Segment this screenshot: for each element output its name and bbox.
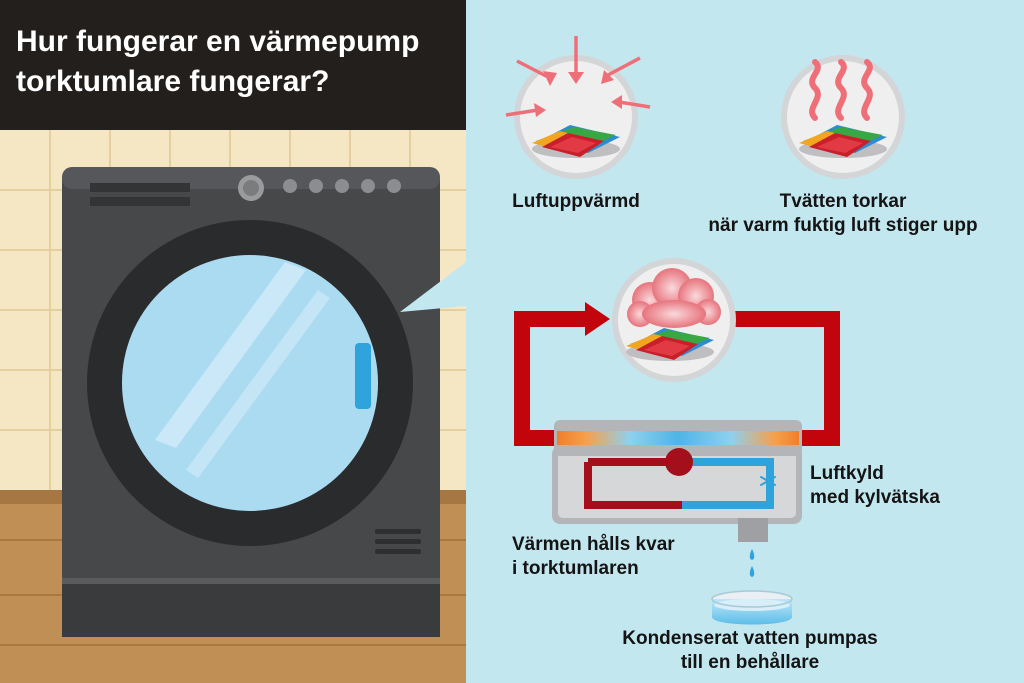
steam-cloud-icon [627,268,721,328]
cold-refrigerant-line [682,458,774,509]
heat-pump-unit [552,420,802,542]
title-line-2: torktumlare fungerar? [16,65,330,98]
steam-circle [612,258,736,382]
drying-line-2: när varm fuktig luft stiger upp [708,215,978,236]
control-buttons [283,179,401,193]
heat-kept-label: Värmen hålls kvar i torktumlaren [512,533,675,581]
heated-air-label: Luftuppvärmd [512,191,640,212]
heat-exchanger [557,431,799,445]
title-banner: Hur fungerar en värmepump torktumlare fu… [0,0,466,130]
heat-kept-line-2: i torktumlaren [512,558,639,579]
snowflake-icon [760,472,776,490]
hot-air-duct [514,311,840,446]
compressor [665,448,693,476]
drain-outlet [738,518,768,542]
arrows-inward-icon [505,36,651,117]
hot-refrigerant-line [584,462,686,509]
callout-pointer [400,262,466,312]
page-title: Hur fungerar en värmepump torktumlare fu… [16,22,456,102]
title-line-1: Hur fungerar en värmepump [16,25,420,58]
drying-line-1: Tvätten torkar [779,191,907,212]
heated-air-circle [514,55,638,179]
door-handle [355,343,371,409]
condensate-line-2: till en behållare [680,652,820,673]
condensate-line-1: Kondenserat vatten pumpas [622,628,878,649]
drying-label: Tvätten torkar när varm fuktig luft stig… [690,190,996,238]
cooled-line-1: Luftkyld [810,463,884,484]
heat-waves-icon [809,59,873,121]
vent-grille [375,529,421,554]
cooled-line-2: med kylvätska [810,487,940,508]
condensate-label: Kondenserat vatten pumpas till en behåll… [590,627,910,675]
laundry-pile [532,125,620,158]
tumble-dryer [62,167,440,637]
air-flow-arrow [585,302,610,336]
cooled-air-label: Luftkyld med kylvätska [810,462,940,510]
heat-kept-line-1: Värmen hålls kvar [512,534,675,555]
drying-circle [781,55,905,179]
water-container [711,590,793,625]
water-drops-icon [749,549,755,577]
